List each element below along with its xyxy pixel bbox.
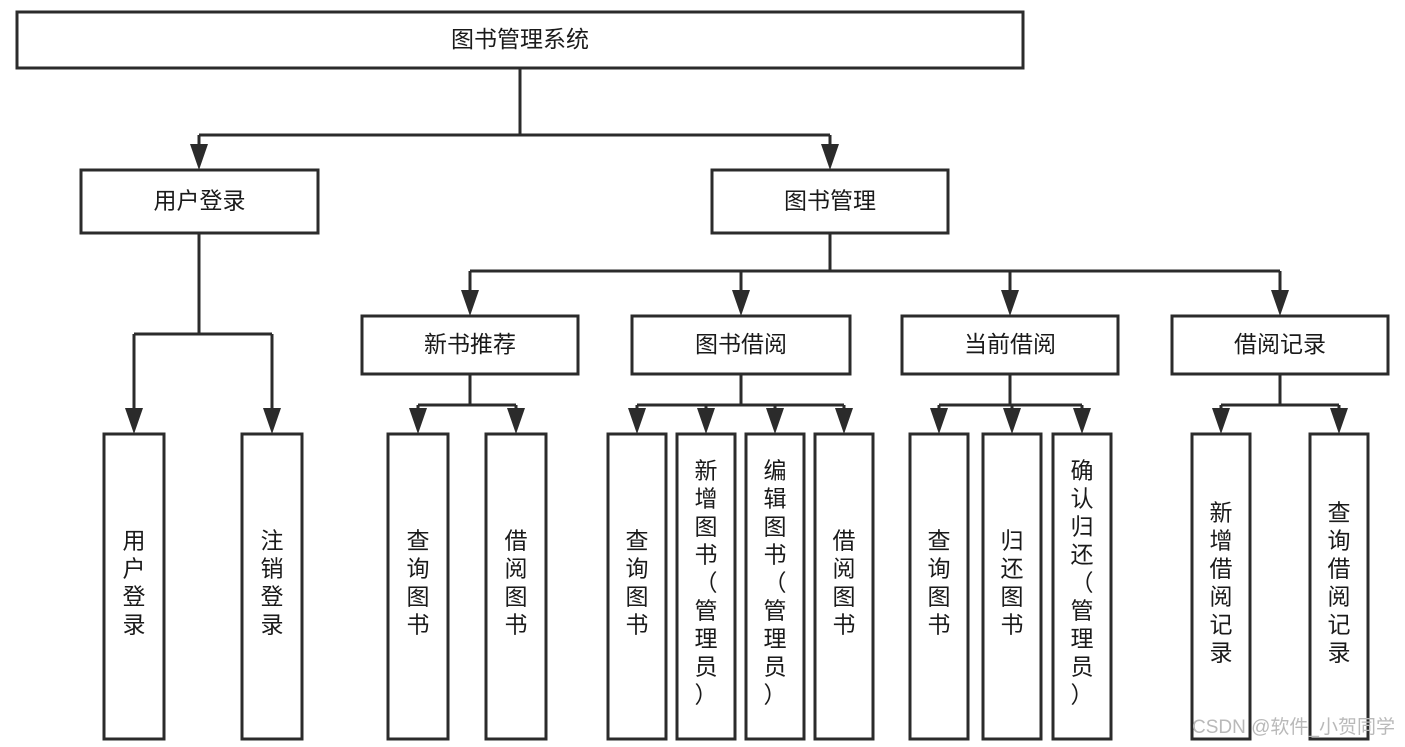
node-leaf-query-book-borrow[interactable]: 查询图书 — [606, 432, 668, 741]
node-label-book-borrow: 图书借阅 — [695, 331, 787, 357]
node-leaf-return-book[interactable]: 归还图书 — [981, 432, 1043, 741]
arrow-head-icon — [409, 408, 427, 434]
arrow-head-icon — [697, 408, 715, 434]
node-box-current-borrow[interactable] — [900, 314, 1120, 376]
node-label-leaf-user-login: 用户登录 — [123, 528, 146, 638]
node-leaf-query-borrow-record[interactable]: 查询借阅记录 — [1308, 432, 1370, 741]
node-label-root: 图书管理系统 — [451, 26, 589, 52]
node-book-manage[interactable]: 图书管理 — [710, 168, 950, 235]
connector-book-borrow — [628, 374, 853, 434]
node-current-borrow[interactable]: 当前借阅 — [900, 314, 1120, 376]
node-box-leaf-query-book-borrow[interactable] — [606, 432, 668, 741]
node-leaf-add-book-admin[interactable]: 新增图书（管理员） — [675, 432, 737, 741]
arrow-head-icon — [1271, 290, 1289, 316]
arrow-head-icon — [1330, 408, 1348, 434]
node-label-leaf-borrow-book: 借阅图书 — [833, 528, 856, 638]
node-label-leaf-query-book-current: 查询图书 — [928, 528, 951, 638]
node-box-book-manage[interactable] — [710, 168, 950, 235]
node-label-new-book-recommend: 新书推荐 — [424, 331, 516, 357]
node-label-leaf-query-book-recommend: 查询图书 — [407, 528, 430, 638]
node-box-leaf-return-book[interactable] — [981, 432, 1043, 741]
node-box-leaf-borrow-book-recommend[interactable] — [484, 432, 548, 741]
node-label-leaf-query-borrow-record: 查询借阅记录 — [1328, 500, 1351, 666]
arrow-head-icon — [835, 408, 853, 434]
node-label-book-manage: 图书管理 — [784, 188, 876, 214]
node-root[interactable]: 图书管理系统 — [15, 10, 1025, 70]
connector-current-borrow — [930, 374, 1091, 434]
arrow-head-icon — [190, 144, 208, 170]
node-label-borrow-record: 借阅记录 — [1234, 331, 1326, 357]
connector-root — [190, 68, 839, 170]
arrow-head-icon — [1212, 408, 1230, 434]
node-label-user-login: 用户登录 — [154, 188, 246, 214]
node-label-leaf-edit-book-admin: 编辑图书（管理员） — [764, 458, 787, 708]
node-box-user-login[interactable] — [79, 168, 320, 235]
node-label-current-borrow: 当前借阅 — [964, 331, 1056, 357]
node-box-leaf-borrow-book[interactable] — [813, 432, 875, 741]
arrow-head-icon — [628, 408, 646, 434]
node-label-leaf-return-book: 归还图书 — [1001, 528, 1024, 638]
node-label-leaf-confirm-return-admin: 确认归还（管理员） — [1071, 458, 1094, 708]
node-box-leaf-confirm-return-admin[interactable] — [1051, 432, 1113, 741]
arrow-head-icon — [1073, 408, 1091, 434]
node-leaf-logout-login[interactable]: 注销登录 — [240, 432, 304, 741]
arrow-head-icon — [263, 408, 281, 434]
node-borrow-record[interactable]: 借阅记录 — [1170, 314, 1390, 376]
arrow-head-icon — [125, 408, 143, 434]
watermark-layer: CSDN @软件_小贺同学 — [1192, 716, 1395, 738]
watermark-label: CSDN @软件_小贺同学 — [1192, 716, 1395, 738]
node-leaf-user-login[interactable]: 用户登录 — [102, 432, 166, 741]
node-leaf-borrow-book-recommend[interactable]: 借阅图书 — [484, 432, 548, 741]
arrow-head-icon — [1003, 408, 1021, 434]
node-box-book-borrow[interactable] — [630, 314, 852, 376]
connector-new-book-recommend — [409, 374, 525, 434]
arrow-head-icon — [507, 408, 525, 434]
node-leaf-query-book-current[interactable]: 查询图书 — [908, 432, 970, 741]
node-leaf-borrow-book[interactable]: 借阅图书 — [813, 432, 875, 741]
node-user-login[interactable]: 用户登录 — [79, 168, 320, 235]
connector-user-login — [125, 233, 281, 434]
node-box-root[interactable] — [15, 10, 1025, 70]
node-leaf-confirm-return-admin[interactable]: 确认归还（管理员） — [1051, 432, 1113, 741]
arrow-head-icon — [732, 290, 750, 316]
node-box-leaf-user-login[interactable] — [102, 432, 166, 741]
node-label-leaf-query-book-borrow: 查询图书 — [626, 528, 649, 638]
node-box-borrow-record[interactable] — [1170, 314, 1390, 376]
connector-layer — [125, 68, 1348, 434]
node-label-leaf-add-borrow-record: 新增借阅记录 — [1210, 500, 1233, 666]
arrow-head-icon — [766, 408, 784, 434]
node-label-leaf-logout-login: 注销登录 — [261, 528, 284, 638]
node-box-leaf-add-book-admin[interactable] — [675, 432, 737, 741]
node-book-borrow[interactable]: 图书借阅 — [630, 314, 852, 376]
arrow-head-icon — [930, 408, 948, 434]
node-leaf-query-book-recommend[interactable]: 查询图书 — [386, 432, 450, 741]
connector-book-manage — [461, 233, 1289, 316]
node-label-leaf-add-book-admin: 新增图书（管理员） — [695, 458, 718, 708]
arrow-head-icon — [821, 144, 839, 170]
node-label-leaf-borrow-book-recommend: 借阅图书 — [505, 528, 528, 638]
node-layer: 图书管理系统用户登录图书管理新书推荐图书借阅当前借阅借阅记录用户登录注销登录查询… — [15, 10, 1390, 741]
arrow-head-icon — [1001, 290, 1019, 316]
node-leaf-edit-book-admin[interactable]: 编辑图书（管理员） — [744, 432, 806, 741]
node-box-leaf-logout-login[interactable] — [240, 432, 304, 741]
node-box-leaf-add-borrow-record[interactable] — [1190, 432, 1252, 741]
node-leaf-add-borrow-record[interactable]: 新增借阅记录 — [1190, 432, 1252, 741]
node-box-new-book-recommend[interactable] — [360, 314, 580, 376]
node-box-leaf-edit-book-admin[interactable] — [744, 432, 806, 741]
node-box-leaf-query-borrow-record[interactable] — [1308, 432, 1370, 741]
node-new-book-recommend[interactable]: 新书推荐 — [360, 314, 580, 376]
arrow-head-icon — [461, 290, 479, 316]
connector-borrow-record — [1212, 374, 1348, 434]
node-box-leaf-query-book-current[interactable] — [908, 432, 970, 741]
node-box-leaf-query-book-recommend[interactable] — [386, 432, 450, 741]
